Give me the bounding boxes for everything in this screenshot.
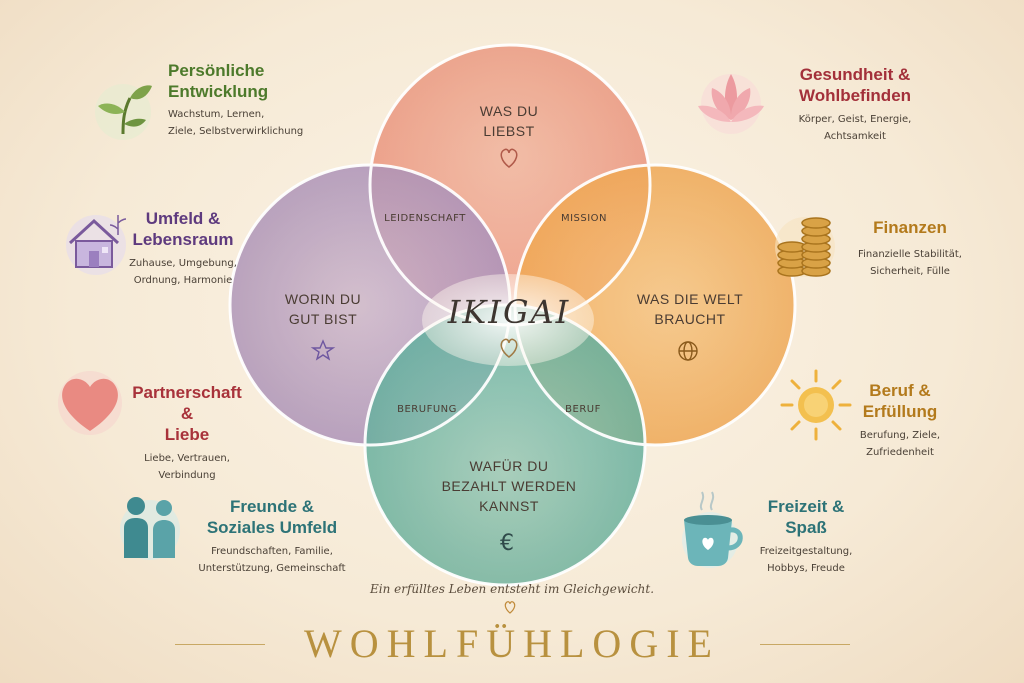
area-sub-line: Freundschaften, Familie, (211, 546, 333, 557)
world-label-1: WAS DIE WELT (637, 291, 743, 307)
area-title-line: Freunde & (229, 497, 315, 516)
star-outline-icon (310, 339, 336, 361)
area-sub-line: Zuhause, Umgebung, (129, 258, 237, 269)
paid-label-2: BEZAHLT WERDEN (442, 478, 577, 494)
coins-icon (775, 217, 835, 277)
paid-label-3: KANNST (479, 498, 539, 514)
area-title-line: Gesundheit & (799, 65, 911, 84)
area-title-line: Soziales Umfeld (206, 518, 338, 537)
divider-left (175, 644, 265, 645)
heart-outline-icon (500, 338, 518, 358)
good-label-2: GUT BIST (289, 311, 357, 327)
area-sub-line: Ziele, Selbstverwirklichung (168, 126, 304, 137)
heart-outline-icon (500, 148, 518, 168)
area-title-line: Finanzen (873, 218, 947, 237)
area-sub-line: Körper, Geist, Energie, (798, 114, 912, 125)
overlap-profession: BERUF (565, 404, 601, 415)
overlap-mission: MISSION (561, 213, 607, 224)
area-sub-line: Freizeitgestaltung, (759, 546, 853, 557)
area-sub-line: Wachstum, Lernen, (168, 109, 265, 120)
globe-icon (678, 341, 698, 361)
ikigai-label: IKIGAI (447, 293, 571, 331)
lotus-icon (698, 74, 764, 134)
overlap-vocation: BERUFUNG (397, 404, 457, 415)
love-label-1: WAS DU (480, 103, 538, 119)
area-growth: Persönliche Entwicklung Wachstum, Lernen… (168, 60, 343, 140)
motto: Ein erfülltes Leben entsteht im Gleichge… (369, 582, 655, 596)
area-sub-line: Zufriedenheit (866, 447, 934, 458)
area-friends: Freunde & Soziales Umfeld Freundschaften… (186, 496, 358, 577)
area-health: Gesundheit & Wohlbefinden Körper, Geist,… (780, 64, 930, 145)
area-sub-line: Verbindung (158, 470, 216, 481)
sprout-icon (95, 84, 152, 140)
area-sub-line: Sicherheit, Fülle (870, 266, 950, 277)
area-title-line: Partnerschaft & (132, 383, 242, 423)
area-title-line: Persönliche (168, 61, 265, 80)
world-label-2: BRAUCHT (654, 311, 725, 327)
area-sub-line: Achtsamkeit (824, 131, 886, 142)
cup-icon (682, 491, 743, 568)
area-sub-line: Unterstützung, Gemeinschaft (198, 563, 346, 574)
area-finance: Finanzen Finanzielle Stabilität, Sicherh… (840, 217, 980, 280)
divider-right (760, 644, 850, 645)
area-title-line: Umfeld & (145, 209, 221, 228)
area-home: Umfeld & Lebensraum Zuhause, Umgebung, O… (124, 208, 242, 289)
area-sub-line: Hobbys, Freude (767, 563, 845, 574)
area-sub-line: Ordnung, Harmonie (133, 275, 233, 286)
area-title-line: Erfüllung (862, 402, 938, 421)
area-title-line: Beruf & (869, 381, 931, 400)
circle-paid-for (365, 305, 645, 585)
area-title-line: Spaß (785, 518, 827, 537)
area-title-line: Lebensraum (132, 230, 234, 249)
area-title-line: Liebe (164, 425, 210, 444)
area-career: Beruf & Erfüllung Berufung, Ziele, Zufri… (840, 380, 960, 461)
heart-outline-icon (504, 601, 516, 614)
paid-label-1: WAFÜR DU (470, 457, 549, 474)
overlap-passion: LEIDENSCHAFT (384, 213, 466, 224)
area-title-line: Freizeit & (767, 497, 845, 516)
area-title-line: Entwicklung (168, 82, 269, 101)
sun-icon (780, 369, 852, 441)
ikigai-center (422, 274, 594, 366)
area-sub-line: Liebe, Vertrauen, (144, 453, 230, 464)
area-sub-line: Berufung, Ziele, (859, 430, 941, 441)
area-love: Partnerschaft & Liebe Liebe, Vertrauen, … (124, 382, 250, 484)
good-label-1: WORIN DU (285, 291, 361, 307)
euro-icon: € (500, 531, 514, 556)
people-icon (120, 497, 180, 560)
area-leisure: Freizeit & Spaß Freizeitgestaltung, Hobb… (742, 496, 870, 577)
heart-icon (58, 371, 122, 435)
area-sub-line: Finanzielle Stabilität, (858, 249, 962, 260)
brand-wordmark: WOHLFÜHLOGIE (304, 621, 720, 666)
house-icon (66, 215, 127, 275)
area-title-line: Wohlbefinden (798, 86, 912, 105)
love-label-2: LIEBST (483, 123, 534, 139)
